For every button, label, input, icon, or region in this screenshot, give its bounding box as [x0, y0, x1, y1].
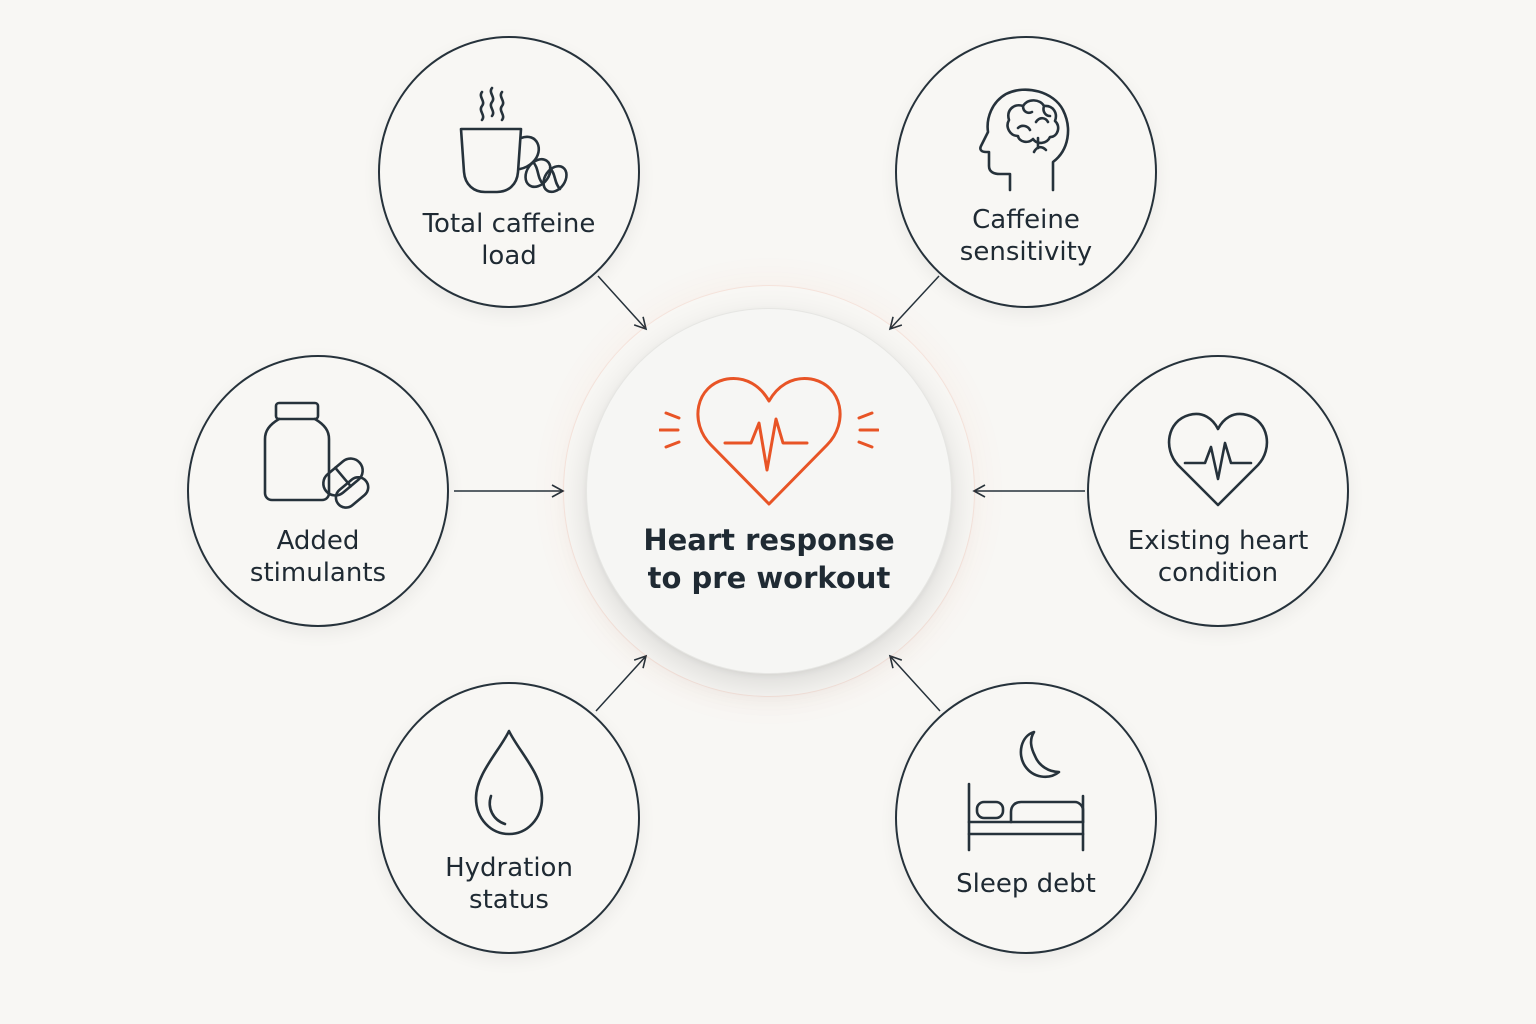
- factor-label: Sleep debt: [956, 869, 1096, 899]
- factor-existing-heart-condition: Existing heart condition: [1087, 355, 1349, 627]
- factor-label: Total caffeine load: [422, 209, 596, 271]
- arrow-sleep-debt: [888, 654, 941, 712]
- factor-caffeine-sensitivity: Caffeine sensitivity: [895, 36, 1157, 308]
- heartbeat-icon: [659, 377, 879, 506]
- factor-label: Added stimulants: [249, 526, 387, 588]
- factor-label: Hydration status: [445, 853, 573, 915]
- factor-label: Caffeine sensitivity: [959, 205, 1093, 267]
- heart-pulse-icon: [1167, 412, 1269, 507]
- factor-hydration-status: Hydration status: [378, 682, 640, 954]
- arrow-caffeine-load: [597, 275, 648, 331]
- center-node: Heart response to pre workout: [586, 308, 952, 674]
- arrow-hydration-status: [595, 654, 648, 712]
- factor-total-caffeine-load: Total caffeine load: [378, 36, 640, 308]
- factor-added-stimulants: Added stimulants: [187, 355, 449, 627]
- water-drop-icon: [474, 729, 544, 836]
- factor-sleep-debt: Sleep debt: [895, 682, 1157, 954]
- bed-moon-icon: [967, 730, 1085, 852]
- pill-bottle-icon: [263, 401, 370, 509]
- arrow-caffeine-sensitivity: [888, 275, 940, 331]
- center-title: Heart response to pre workout: [643, 523, 895, 595]
- head-brain-icon: [979, 88, 1070, 192]
- factor-label: Existing heart condition: [1127, 526, 1309, 588]
- center-halo: [563, 285, 975, 697]
- coffee-cup-beans-icon: [459, 86, 568, 194]
